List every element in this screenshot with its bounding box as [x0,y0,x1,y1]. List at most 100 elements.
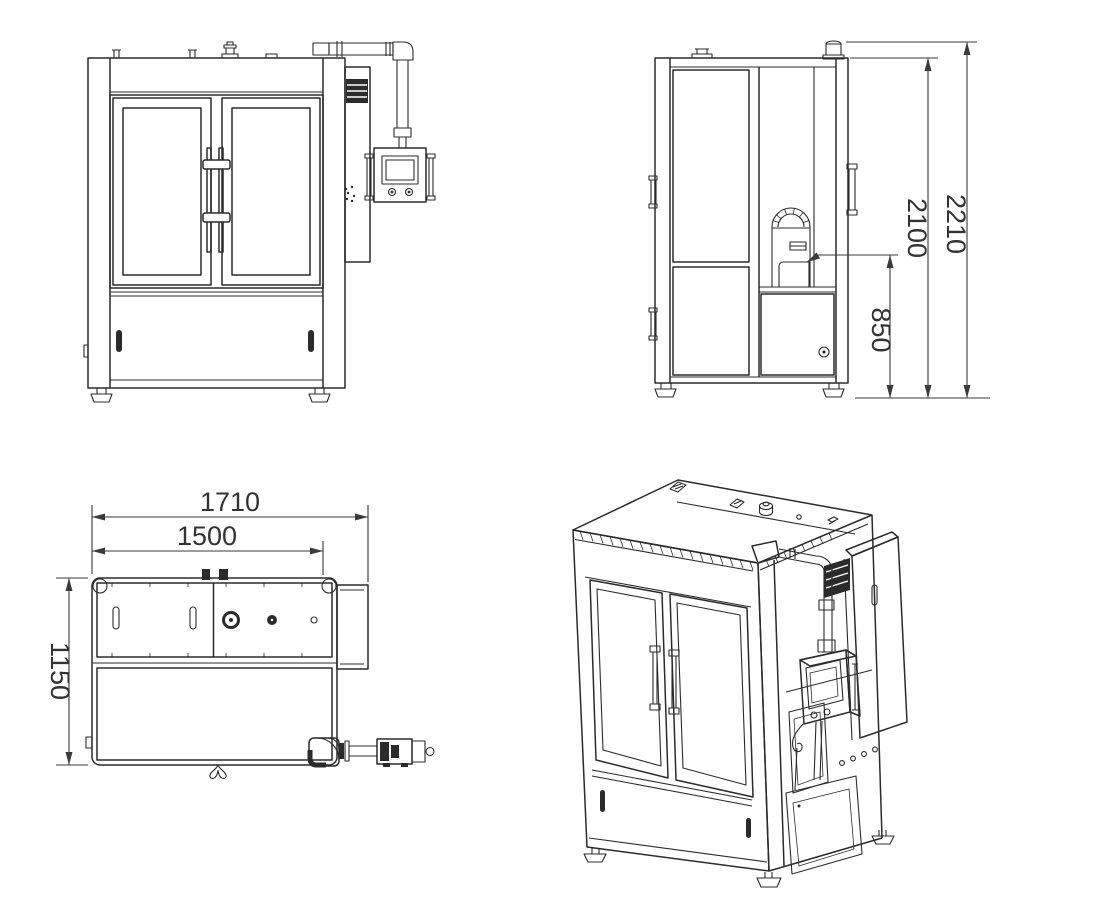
top-tab [219,569,228,580]
hmi-side-handle-right [426,153,436,201]
foot [90,388,113,403]
iso-roof-tab [827,516,839,525]
pendant-arm [312,41,414,149]
plan-slot [189,606,197,630]
lower-side-panel [672,266,750,376]
side-box-slot [871,584,878,606]
ribbed-fitting [669,481,687,493]
iso-hmi-screen [805,659,844,710]
side-feet [654,383,845,398]
iso-pillar [751,540,785,872]
roof-pin [112,49,121,58]
corner-post [321,578,337,594]
roof-cap [691,48,713,58]
left-edge-handle [648,175,658,209]
handle-bracket [202,212,231,223]
foot [583,848,607,863]
handle-bar [206,147,212,253]
roof-fittings [112,41,278,59]
arrow-down [924,385,932,398]
electrical-side-box [344,66,371,263]
corner-post [92,578,108,594]
lower-compartment [759,286,836,376]
dome-inner [772,213,810,229]
handle-bracket [202,159,231,170]
handle-bar [218,147,224,253]
iso-vent-grille [824,558,850,598]
dimension-depth: 1150 [45,577,88,766]
arrow-down [65,752,73,765]
arrow-up [924,58,932,71]
iso-door-handles [649,645,680,715]
foot [308,388,331,403]
hmi-plan-endcap [411,740,426,763]
base-edge [768,837,883,872]
band-panel [96,582,333,658]
hmi-screen-inner [385,159,415,181]
plan-lower-panel [96,667,333,761]
edge-tab [83,344,89,358]
pipe-collar [393,127,412,138]
dim-label-850: 850 [866,307,896,352]
right-door [221,97,321,286]
arrow-right [355,513,368,521]
top-view: 1710 1500 1150 [45,487,435,779]
dim-label-1500: 1500 [177,521,237,551]
top-tab [202,569,210,580]
pipe-horizontal [328,42,394,56]
iso-collar [818,599,835,611]
foot [871,830,895,845]
iso-right-door [669,593,754,798]
hmi-side-handle-left [364,153,374,201]
upper-side-panel [672,69,750,263]
iso-hmi-handle [852,663,858,711]
lock-knob [818,346,830,358]
right-door-glass [231,107,311,276]
lid-hatch [579,531,754,571]
iso-pipe-coupler [789,548,796,559]
panel-holes [839,746,878,766]
dome-outline [771,207,811,287]
leader-line [806,254,898,263]
elbow-shadow [307,750,326,768]
side-box-outline [344,66,371,263]
pipe-vertical [396,59,409,129]
hmi-panel [364,147,436,203]
dimension-frame-height: 2100 [850,57,938,398]
iso-slot-handle [746,818,751,838]
top-lid [572,479,873,564]
pipe-elbow-right [392,41,414,61]
slot-handle [116,330,122,352]
hmi-plan-knob [425,746,435,757]
dim-label-2210: 2210 [941,194,971,254]
bottom-clip [209,764,227,779]
slot-handle [308,330,314,352]
plan-side-box [336,584,369,670]
iso-front-face [572,529,770,872]
fixture-block [778,261,810,287]
arrow-left [92,547,105,555]
leader-arrow [807,252,820,262]
vent-louvers [347,84,367,98]
lid-rim [574,538,754,572]
beacon-light [822,40,845,60]
arrow-left [92,513,105,521]
arrow-up [963,42,971,55]
iso-collar [817,639,836,653]
hmi-body [373,147,427,203]
ribbed-fitting [729,498,745,509]
left-door-glass [122,107,202,276]
top-band [92,582,337,664]
side-frame [654,57,849,384]
iso-cable [791,723,804,791]
dimensions-side: 850 2100 2210 [806,41,990,399]
iso-hmi-button [810,711,818,719]
pipe-couplers [336,41,391,57]
top-divider [676,501,856,535]
hmi-screen [381,155,419,185]
mounting-dots [344,185,356,203]
left-edge-handle [648,307,658,341]
arrow-up [886,255,894,268]
